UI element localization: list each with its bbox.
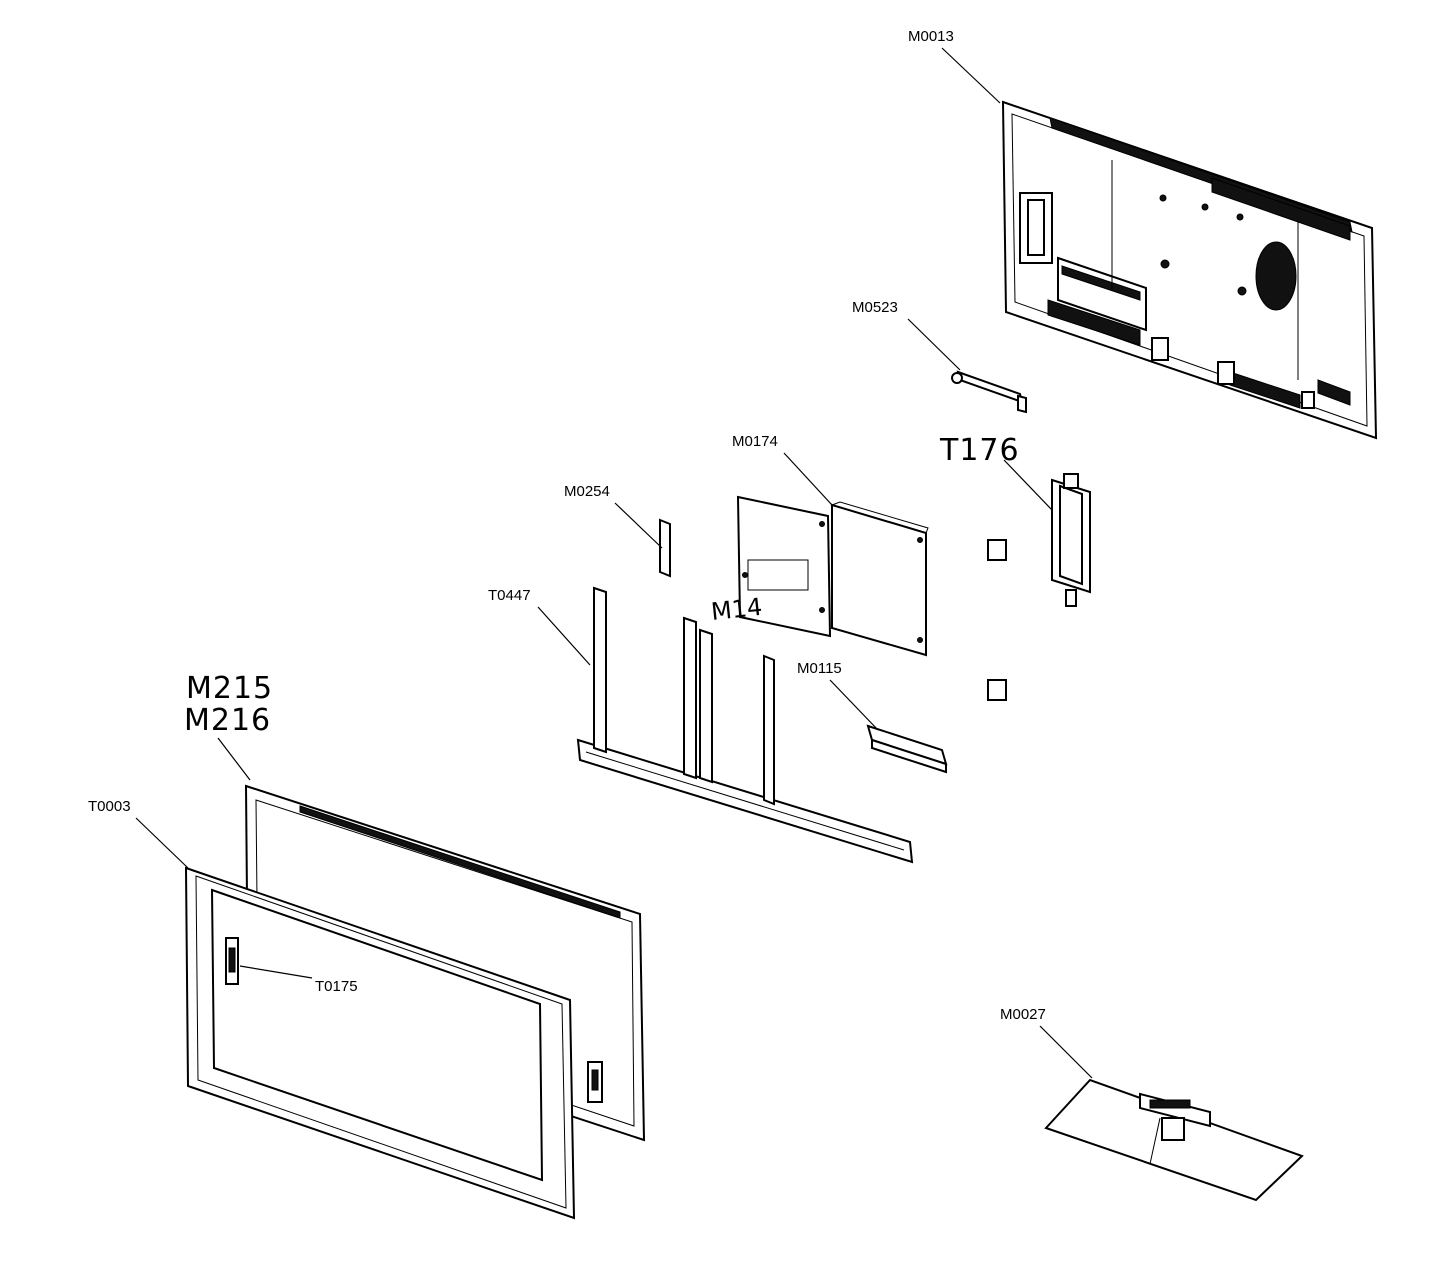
callout-m0013: M0013 — [908, 28, 954, 45]
callout-m14: M14 — [710, 593, 764, 626]
main-board-m0174-part — [736, 495, 929, 657]
leader-m0523 — [907, 318, 961, 371]
frame-t0447-part — [576, 586, 914, 864]
leader-m215 — [217, 737, 251, 781]
leader-m0174 — [783, 452, 833, 506]
stand-m0027-part — [1044, 1078, 1304, 1202]
callout-m0027: M0027 — [1000, 1006, 1046, 1023]
leader-t0175 — [239, 965, 313, 979]
leader-t0447 — [537, 606, 591, 666]
callout-m0174: M0174 — [732, 433, 778, 450]
rear-cover-part — [1001, 100, 1378, 440]
power-supply-t176-part — [987, 473, 1091, 701]
callout-m0115: M0115 — [797, 660, 842, 677]
callout-t0447: T0447 — [488, 587, 531, 604]
leader-m0013 — [941, 47, 1001, 104]
callout-m215: M215 — [186, 671, 273, 706]
leader-m0027 — [1039, 1025, 1093, 1079]
callout-m216: M216 — [184, 703, 271, 738]
front-bezel-t0003-part — [184, 866, 576, 1220]
callout-t176: T176 — [939, 433, 1020, 468]
leader-m0254 — [614, 502, 663, 549]
leader-t0003 — [135, 817, 189, 869]
leader-t176 — [1003, 459, 1053, 511]
callout-m0254: M0254 — [564, 483, 610, 500]
callout-t0003: T0003 — [88, 798, 131, 815]
bracket-m0115-part — [866, 724, 948, 774]
bracket-m0523-part — [951, 370, 1027, 414]
callout-m0523: M0523 — [852, 299, 898, 316]
callout-t0175: T0175 — [315, 978, 358, 995]
bracket-m0254-part — [659, 518, 671, 578]
leader-m0115 — [829, 679, 879, 731]
